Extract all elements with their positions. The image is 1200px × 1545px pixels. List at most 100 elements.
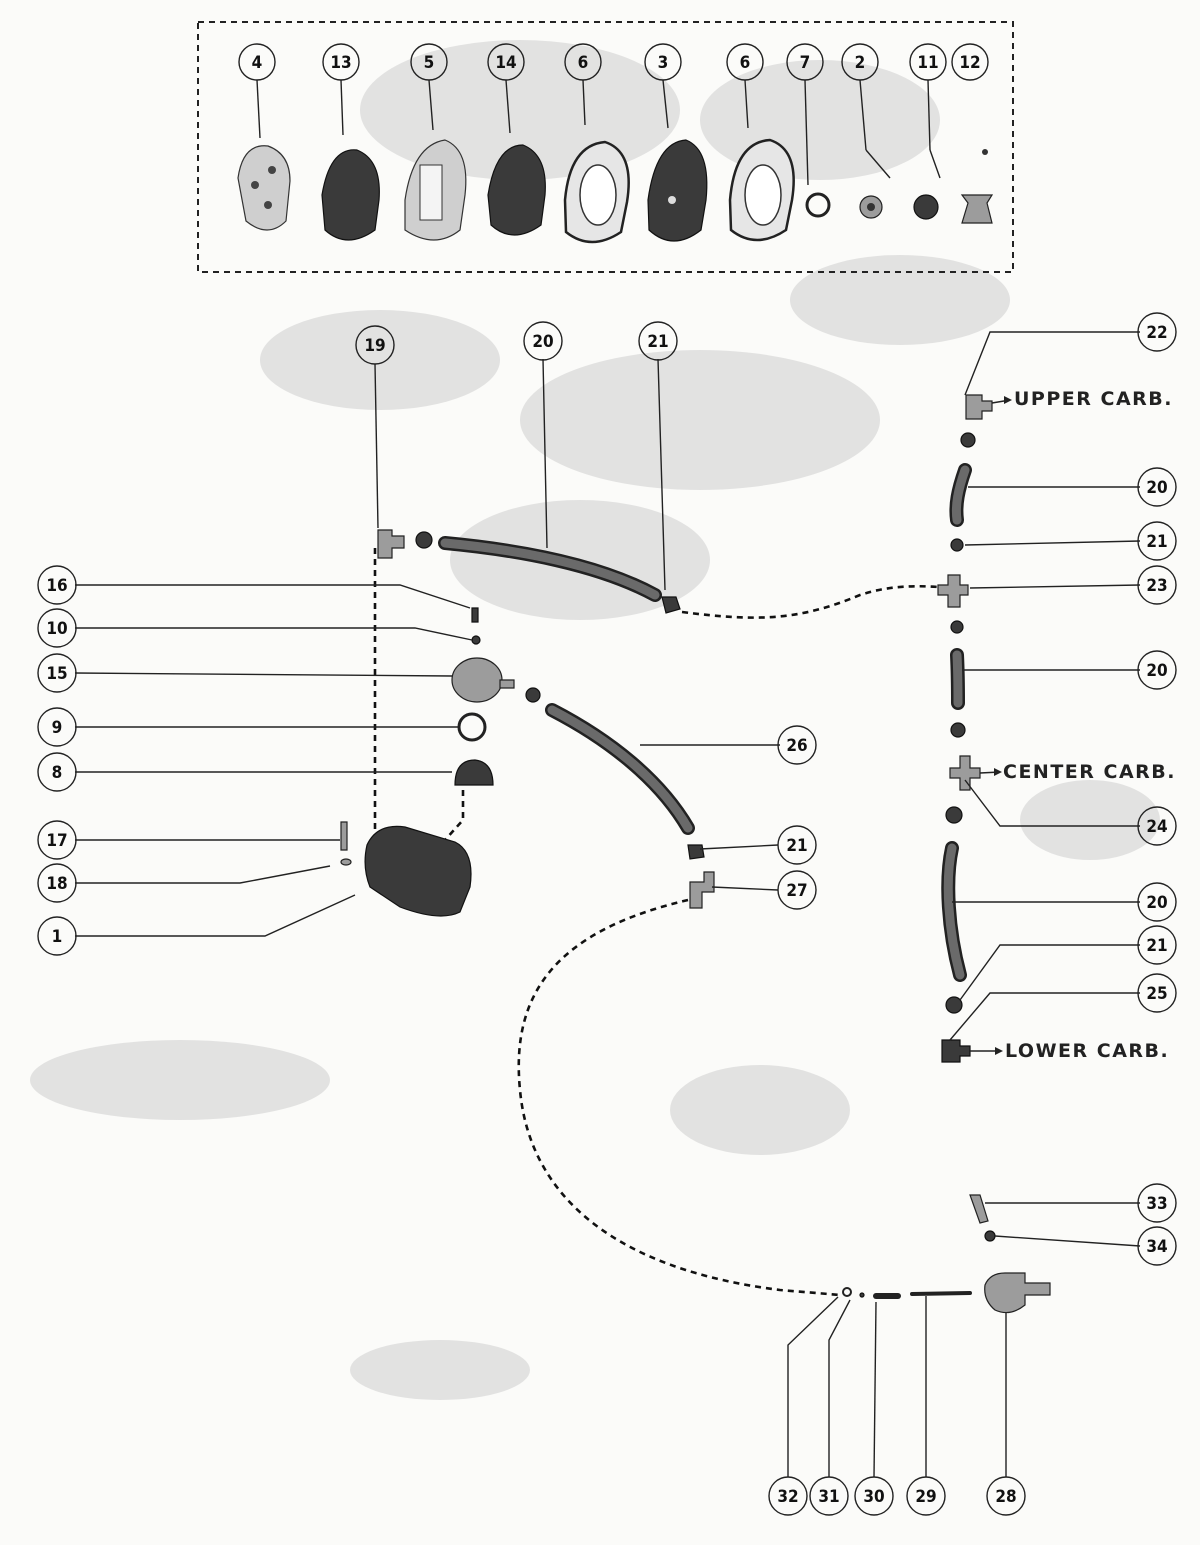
svg-text:20: 20 xyxy=(1146,661,1167,681)
svg-text:2: 2 xyxy=(855,53,866,73)
svg-text:31: 31 xyxy=(818,1487,839,1507)
bolt-17 xyxy=(340,821,348,851)
pump-cover-part xyxy=(237,145,291,231)
fuel-pump-body-1 xyxy=(364,825,472,917)
clamp-below-23 xyxy=(950,620,964,634)
callout-10: 10 xyxy=(37,608,77,648)
callout-34: 34 xyxy=(1137,1226,1177,1266)
callout-kit-12: 12 xyxy=(951,43,989,81)
clamp-near-15 xyxy=(525,687,541,703)
svg-text:15: 15 xyxy=(46,664,67,684)
svg-text:28: 28 xyxy=(995,1487,1016,1507)
elbow-fitting-27 xyxy=(689,871,715,909)
svg-text:1: 1 xyxy=(52,927,63,947)
svg-text:20: 20 xyxy=(1146,893,1167,913)
svg-text:21: 21 xyxy=(1146,936,1167,956)
callout-kit-11: 11 xyxy=(909,43,947,81)
callout-21-top: 21 xyxy=(638,321,678,361)
center-carb-label: CENTER CARB. xyxy=(1003,761,1176,783)
svg-text:5: 5 xyxy=(424,53,435,73)
callout-16: 16 xyxy=(37,565,77,605)
svg-text:7: 7 xyxy=(800,53,811,73)
hoses xyxy=(438,463,972,1299)
callout-18: 18 xyxy=(37,863,77,903)
callout-25: 25 xyxy=(1137,973,1177,1013)
svg-text:23: 23 xyxy=(1146,576,1167,596)
kit-callouts: 4 13 5 14 6 3 6 7 2 11 12 xyxy=(238,43,989,81)
background-texture xyxy=(30,40,1160,1400)
kit-parts xyxy=(237,138,994,244)
callout-8: 8 xyxy=(37,752,77,792)
svg-text:29: 29 xyxy=(915,1487,936,1507)
clamp-21b xyxy=(950,538,964,552)
o-ring-9 xyxy=(457,712,487,742)
elbow-fitting-25 xyxy=(941,1039,971,1063)
carb-labels: UPPER CARB. CENTER CARB. LOWER CARB. xyxy=(1003,388,1176,1062)
kit-leaders xyxy=(256,79,941,186)
clamp-21a xyxy=(661,596,681,614)
clamp-near-22 xyxy=(960,432,976,448)
svg-text:33: 33 xyxy=(1146,1194,1167,1214)
callout-29: 29 xyxy=(906,1476,946,1516)
svg-text:21: 21 xyxy=(1146,532,1167,552)
check-valve-part-2 xyxy=(913,194,939,220)
washer-10 xyxy=(471,635,481,645)
callout-31: 31 xyxy=(809,1476,849,1516)
svg-text:21: 21 xyxy=(647,332,668,352)
clamp-below-24 xyxy=(945,806,963,824)
svg-text:6: 6 xyxy=(740,53,751,73)
callout-20-top: 20 xyxy=(523,321,563,361)
o-ring-part xyxy=(805,192,831,218)
callout-15: 15 xyxy=(37,653,77,693)
callout-23: 23 xyxy=(1137,565,1177,605)
svg-text:10: 10 xyxy=(46,619,67,639)
lower-carb-label: LOWER CARB. xyxy=(1005,1040,1169,1062)
svg-text:3: 3 xyxy=(658,53,669,73)
svg-text:20: 20 xyxy=(1146,478,1167,498)
main-callouts: 19 20 21 22 20 21 23 20 16 10 15 9 8 26 … xyxy=(37,312,1177,1516)
ring-32 xyxy=(842,1287,852,1297)
flow-paths xyxy=(373,548,951,1297)
svg-text:32: 32 xyxy=(777,1487,798,1507)
diaphragm-part-2 xyxy=(487,144,546,236)
filter-screen-8 xyxy=(454,759,494,786)
callout-28: 28 xyxy=(986,1476,1026,1516)
diaphragm-part xyxy=(321,149,380,241)
pump-body-cover-part xyxy=(647,139,708,242)
callout-1: 1 xyxy=(37,916,77,956)
washer-18 xyxy=(340,858,352,866)
elbow-fitting-22 xyxy=(965,394,993,420)
elbow-fitting-19 xyxy=(377,529,405,559)
callout-30: 30 xyxy=(854,1476,894,1516)
svg-text:4: 4 xyxy=(252,53,263,73)
svg-text:21: 21 xyxy=(786,836,807,856)
bolt-33 xyxy=(969,1194,989,1224)
svg-text:20: 20 xyxy=(532,332,553,352)
tee-fitting-23 xyxy=(937,574,969,608)
fuel-connector-28 xyxy=(984,1272,1051,1314)
callout-32: 32 xyxy=(768,1476,808,1516)
svg-text:30: 30 xyxy=(863,1487,884,1507)
callout-20-mid: 20 xyxy=(1137,650,1177,690)
callout-kit-13: 13 xyxy=(322,43,360,81)
callout-kit-3: 3 xyxy=(644,43,682,81)
svg-text:6: 6 xyxy=(578,53,589,73)
carb-arrows xyxy=(970,396,1012,1055)
callout-27: 27 xyxy=(777,870,817,910)
filter-cap-15 xyxy=(451,657,503,703)
svg-text:13: 13 xyxy=(330,53,351,73)
callout-20-lower: 20 xyxy=(1137,882,1177,922)
callout-kit-4: 4 xyxy=(238,43,276,81)
clamp-21d xyxy=(945,996,963,1014)
callout-9: 9 xyxy=(37,707,77,747)
main-leaders xyxy=(74,331,1141,1478)
svg-text:17: 17 xyxy=(46,831,67,851)
svg-text:16: 16 xyxy=(46,576,67,596)
svg-text:34: 34 xyxy=(1146,1237,1167,1257)
clamp-21c xyxy=(687,844,705,860)
retainer-part xyxy=(960,194,994,224)
clamp-above-24 xyxy=(950,722,966,738)
callout-21-mid: 21 xyxy=(777,825,817,865)
callout-21-upper: 21 xyxy=(1137,521,1177,561)
